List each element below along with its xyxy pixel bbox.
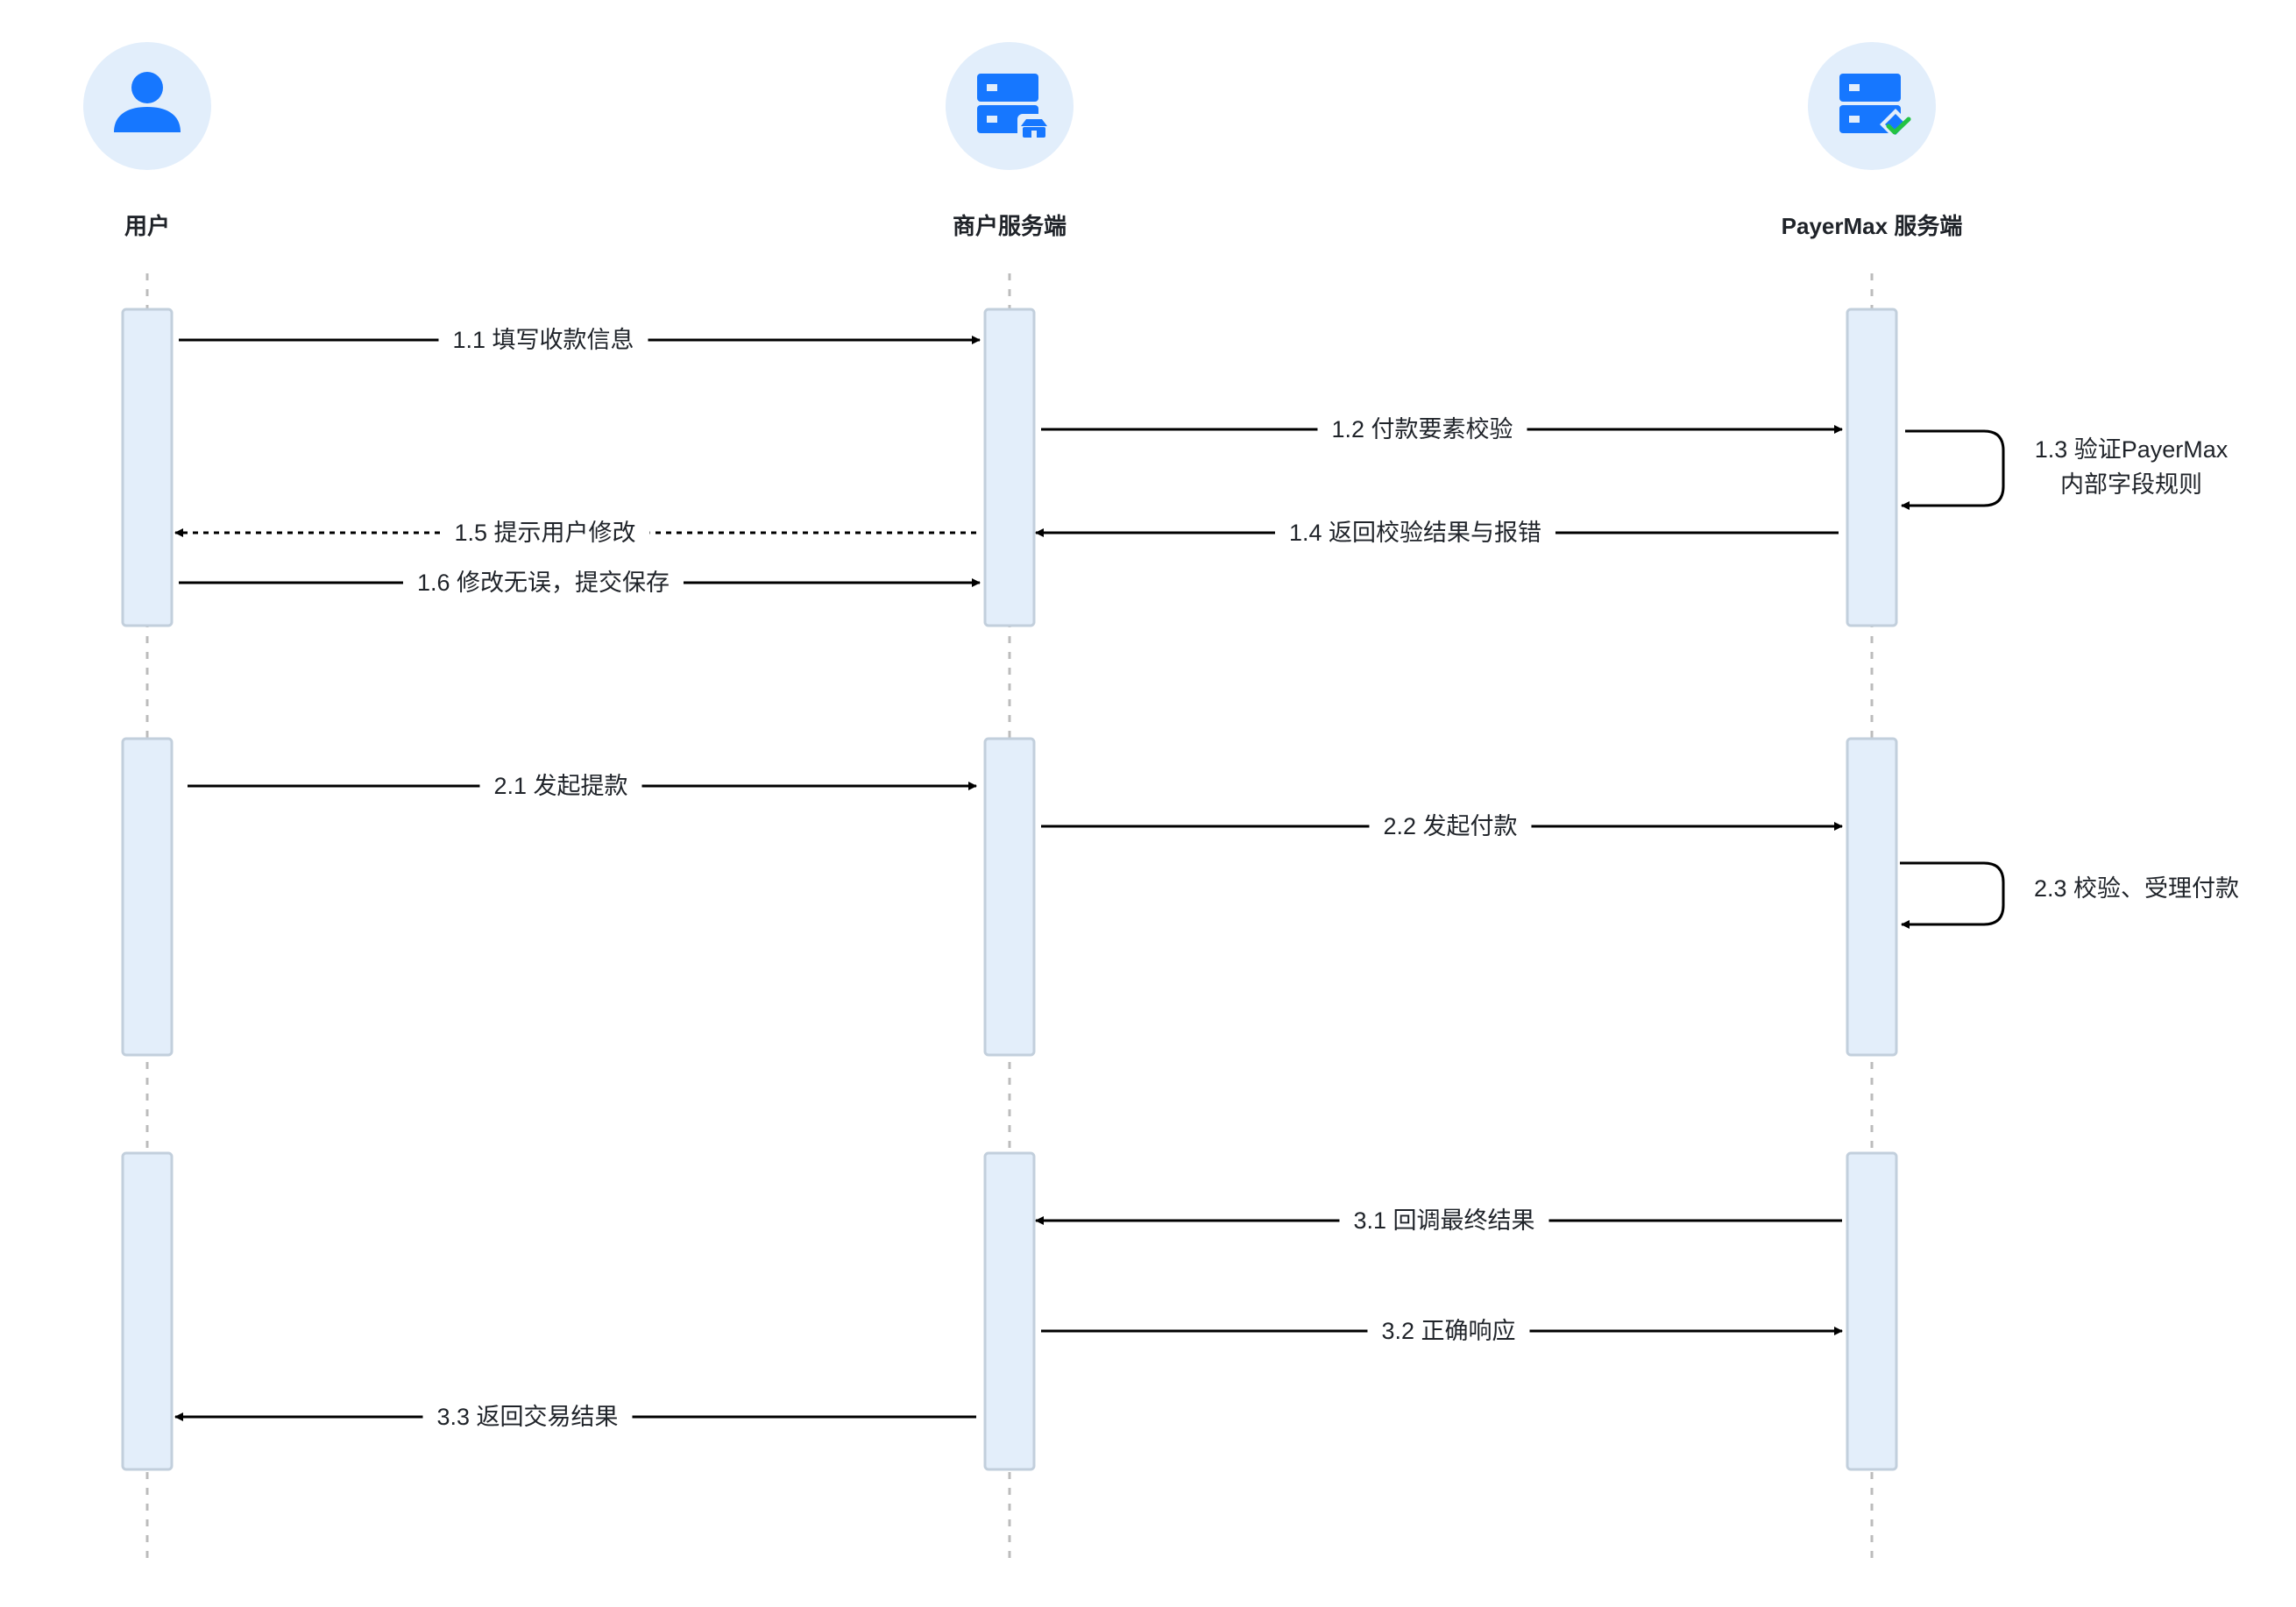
message-label-3-3: 3.3 返回交易结果 bbox=[422, 1402, 633, 1432]
self-message-label-1-3: 1.3 验证PayerMax 内部字段规则 bbox=[2034, 436, 2229, 498]
participant-label-user: 用户 bbox=[124, 213, 170, 239]
message-label-1-6: 1.6 修改无误，提交保存 bbox=[402, 568, 684, 598]
self-message-label-2-3: 2.3 校验、受理付款 bbox=[2033, 875, 2240, 902]
participant-label-payermax: PayerMax 服务端 bbox=[1781, 213, 1963, 239]
message-label-2-2: 2.2 发起付款 bbox=[1369, 811, 1532, 841]
user-icon bbox=[114, 72, 181, 132]
message-label-2-1: 2.1 发起提款 bbox=[479, 771, 642, 801]
activation-payermax-2 bbox=[1846, 737, 1898, 1057]
payermax-server-icon bbox=[1839, 74, 1911, 140]
message-label-3-2: 3.2 正确响应 bbox=[1367, 1316, 1530, 1346]
message-label-1-5: 1.5 提示用户修改 bbox=[440, 518, 650, 548]
message-label-1-4: 1.4 返回校验结果与报错 bbox=[1274, 518, 1556, 548]
activation-user-1 bbox=[121, 308, 174, 627]
message-label-1-2: 1.2 付款要素校验 bbox=[1317, 414, 1527, 444]
participant-label-merchant: 商户服务端 bbox=[952, 213, 1067, 239]
self-message-arrow-2-3 bbox=[1900, 861, 2005, 929]
message-label-1-1: 1.1 填写收款信息 bbox=[438, 325, 648, 355]
activation-merchant-1 bbox=[983, 308, 1036, 627]
activation-merchant-2 bbox=[983, 737, 1036, 1057]
activation-payermax-3 bbox=[1846, 1151, 1898, 1471]
merchant-server-icon bbox=[977, 74, 1051, 142]
activation-user-2 bbox=[121, 737, 174, 1057]
self-message-arrow-1-3 bbox=[1901, 429, 2005, 510]
payermax-avatar bbox=[1808, 42, 1936, 170]
message-label-3-1: 3.1 回调最终结果 bbox=[1339, 1206, 1549, 1235]
activation-payermax-1 bbox=[1846, 308, 1898, 627]
user-avatar bbox=[83, 42, 211, 170]
activation-user-3 bbox=[121, 1151, 174, 1471]
merchant-avatar bbox=[946, 42, 1074, 170]
activation-merchant-3 bbox=[983, 1151, 1036, 1471]
